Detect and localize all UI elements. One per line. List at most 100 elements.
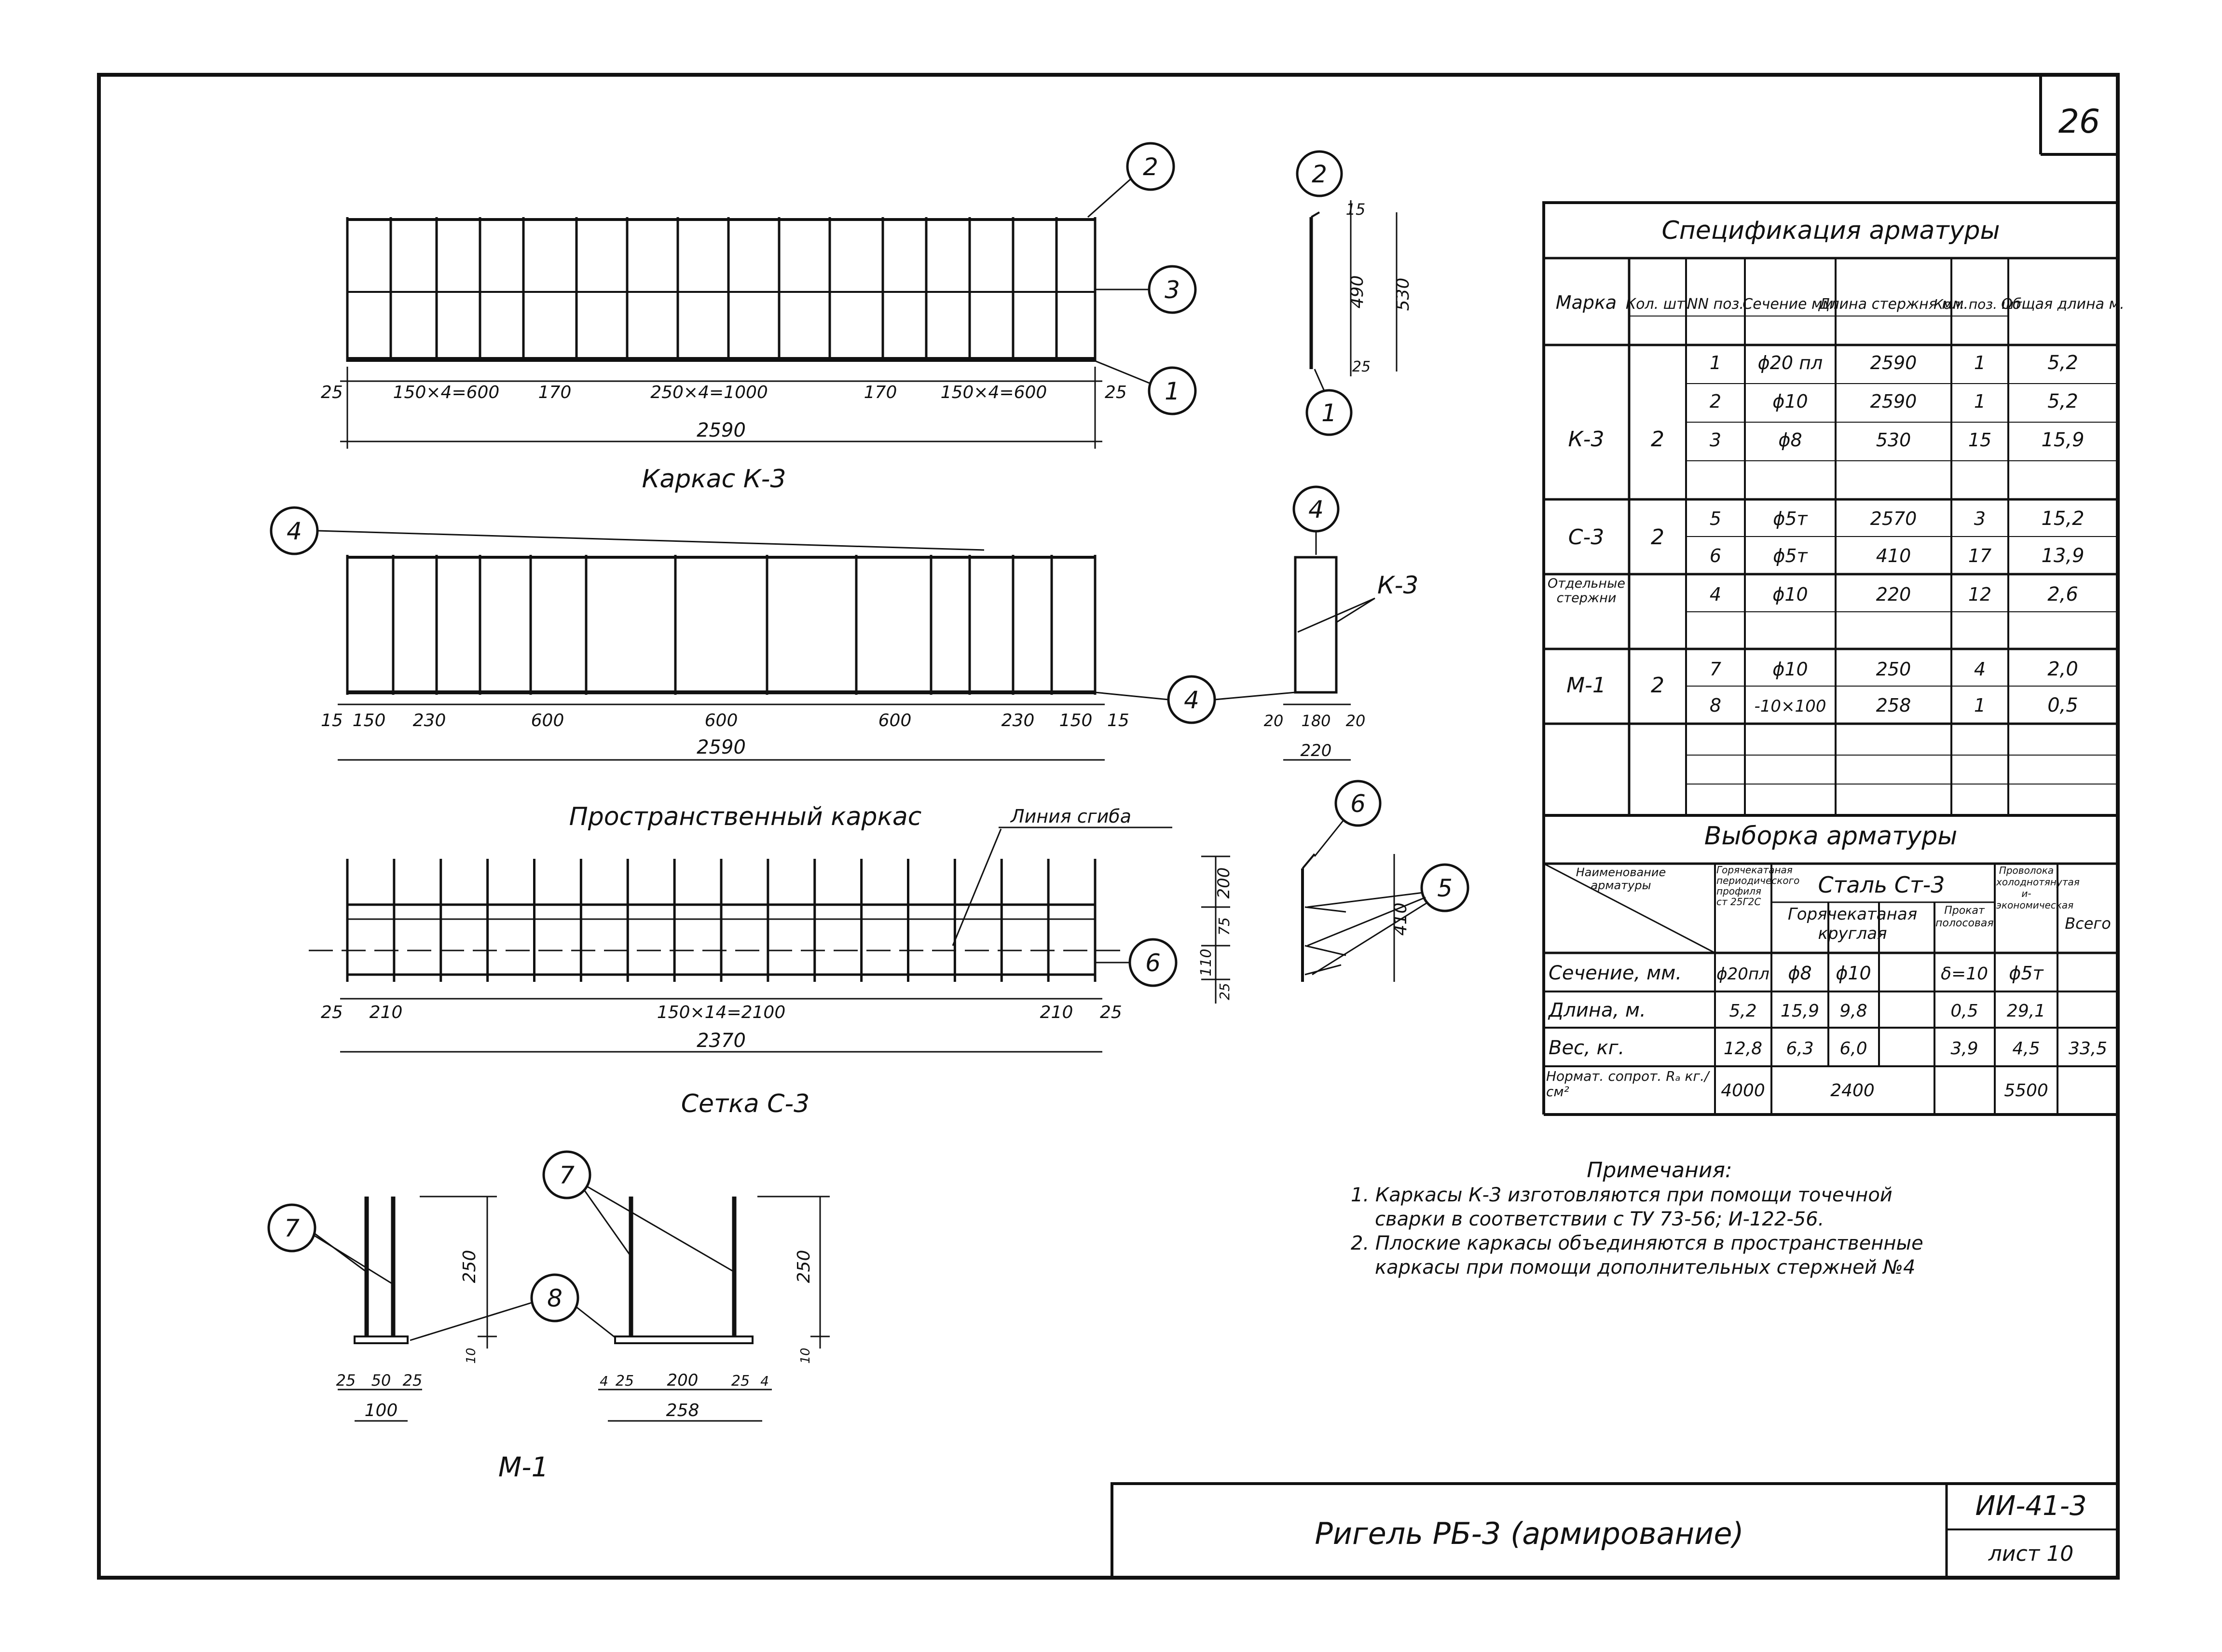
m1-left-dim-1: 25 [336,1371,356,1390]
svg-text:4: 4 [1974,659,1986,680]
svg-text:6: 6 [1710,545,1721,566]
selection-norm-label-wrap: Нормат. сопрот. Rₐ кг./см² [1546,1069,1709,1100]
callout-8: 8 [410,1273,616,1341]
selection-steel: Сталь Ст-3 [1818,872,1945,898]
table-row: 1 ϕ20 пл 2590 1 5,2 [1710,352,2078,374]
table-row: 7 ϕ10 250 4 2,0 [1710,658,2078,680]
svg-text:12,8: 12,8 [1724,1039,1762,1059]
table-row: 2 ϕ10 2590 1 5,2 [1710,390,2078,413]
svg-text:33,5: 33,5 [2069,1039,2107,1059]
k3-side-dim-530: 530 [1393,278,1413,311]
callout-1-k3: 1 [1095,360,1197,415]
k3-dim-1: 25 [321,383,343,402]
sp-dim-8: 150 [1059,711,1093,730]
svg-text:3,9: 3,9 [1950,1039,1978,1059]
k3-vertical-bars [346,217,1097,362]
svg-text:220: 220 [1876,584,1911,605]
svg-text:5,2: 5,2 [1729,1001,1756,1021]
k3-dim-2: 150×4=600 [393,383,500,402]
callout-4-top: 4 [270,506,985,555]
svg-text:Длина, м.: Длина, м. [1548,999,1646,1021]
label-k3: К-3 [1377,571,1418,599]
m1-right-total: 258 [666,1401,700,1420]
sp-dim-9: 15 [1107,711,1129,730]
svg-text:29,1: 29,1 [2007,1001,2045,1021]
callout-5: 5 [1437,874,1453,902]
title-text: Ригель РБ-3 (армирование) [1315,1516,1743,1551]
svg-text:75: 75 [1216,917,1233,936]
sp-dim-4: 600 [531,711,564,730]
mesh-dim-5: 25 [1100,1003,1122,1022]
note-line-4: каркасы при помощи дополнительных стержн… [1375,1256,1915,1279]
m1-right-dim-3: 200 [667,1371,699,1390]
svg-text:4: 4 [1710,584,1721,605]
callout-4-bottom: 4 [1095,675,1296,724]
callout-6-side: 6 [1350,790,1366,818]
k3-side-section: 15 490 530 25 2 1 [1296,150,1413,436]
m1-left-small: 10 [464,1348,479,1363]
svg-text:4: 4 [1184,686,1199,714]
svg-text:15,2: 15,2 [2041,508,2084,530]
spec-qty-m1: 2 [1651,673,1664,698]
callout-2-k3: 2 [1087,142,1175,218]
sheet-number: 26 [2058,103,2100,141]
spec-header-qty: Кол. шт. [1626,296,1689,313]
m1-caption: М-1 [498,1452,549,1483]
svg-text:9,8: 9,8 [1839,1001,1867,1021]
bend-line-label: Линия сгиба [1010,806,1131,827]
table-row: 8 -10×100 258 1 0,5 [1710,694,2078,716]
spec-mark-k3: К-3 [1568,427,1604,452]
callout-7-right: 7 [542,1150,734,1272]
svg-text:ϕ10: ϕ10 [1772,391,1808,412]
sp-dim-7: 230 [1001,711,1035,730]
selection-title: Выборка арматуры [1704,822,1958,851]
svg-text:15,9: 15,9 [2041,429,2084,451]
k3-caption: Каркас К-3 [642,465,786,494]
title-block: Ригель РБ-3 (армирование) ИИ-41-3 лист 1… [1111,1482,2119,1579]
svg-text:1: 1 [1710,352,1721,373]
notes-heading: Примечания: [1587,1158,1732,1183]
k3-side-dim-25: 25 [1352,358,1371,375]
svg-text:ϕ5т: ϕ5т [1773,545,1808,566]
k3-side-dim-490: 490 [1347,275,1367,309]
spatial-side-section: 20 180 20 220 4 К-3 [1264,485,1418,761]
mesh-c3: 25 210 150×14=2100 210 25 2370 Сетка С-3… [309,780,1469,1118]
spec-header-pos: NN поз. [1687,296,1744,313]
svg-text:7: 7 [559,1161,575,1189]
svg-text:13,9: 13,9 [2041,545,2084,567]
callout-2-side: 2 [1312,160,1327,188]
svg-text:0,5: 0,5 [1950,1001,1978,1021]
m1-right-dim-2: 25 [616,1373,634,1390]
sp-dim-6: 600 [878,711,912,730]
mesh-dim-3: 150×14=2100 [657,1003,785,1022]
table-row: Вес, кг. 12,8 6,3 6,0 3,9 4,5 33,5 [1549,1037,2107,1059]
svg-text:6,3: 6,3 [1786,1039,1813,1059]
spec-qty-k3: 2 [1651,427,1664,452]
drawing-code: ИИ-41-3 [1975,1490,2086,1522]
note-line-1: 1. Каркасы К-3 изготовляются при помощи … [1351,1184,1893,1206]
svg-text:410: 410 [1876,545,1911,566]
k3-dim-6: 150×4=600 [941,383,1047,402]
svg-text:8: 8 [547,1284,562,1312]
svg-text:6,0: 6,0 [1839,1039,1867,1059]
svg-text:ϕ8: ϕ8 [1778,429,1802,451]
svg-text:7: 7 [284,1214,300,1242]
notes: Примечания: 1. Каркасы К-3 изготовляются… [1351,1158,1923,1279]
svg-text:5,2: 5,2 [2047,352,2078,374]
svg-text:12: 12 [1968,584,1991,605]
sp-dim-1: 15 [321,711,343,730]
svg-text:25: 25 [1217,983,1233,1000]
m1-left-dim-3: 25 [403,1371,423,1390]
svg-text:2,6: 2,6 [2047,583,2078,606]
spec-header-section: Сечение мм. [1742,296,1838,313]
svg-text:530: 530 [1876,429,1911,451]
svg-text:2,0: 2,0 [2047,658,2078,680]
svg-text:15,9: 15,9 [1781,1001,1819,1021]
embedded-m1: 250 10 25 50 25 100 250 10 4 25 200 25 4… [267,1150,830,1483]
svg-text:5: 5 [1710,508,1721,529]
svg-text:3: 3 [1974,508,1986,529]
svg-text:-10×100: -10×100 [1755,697,1826,716]
selection-col-periodic: Горячекатаная периодического профиля ст … [1716,864,1800,908]
